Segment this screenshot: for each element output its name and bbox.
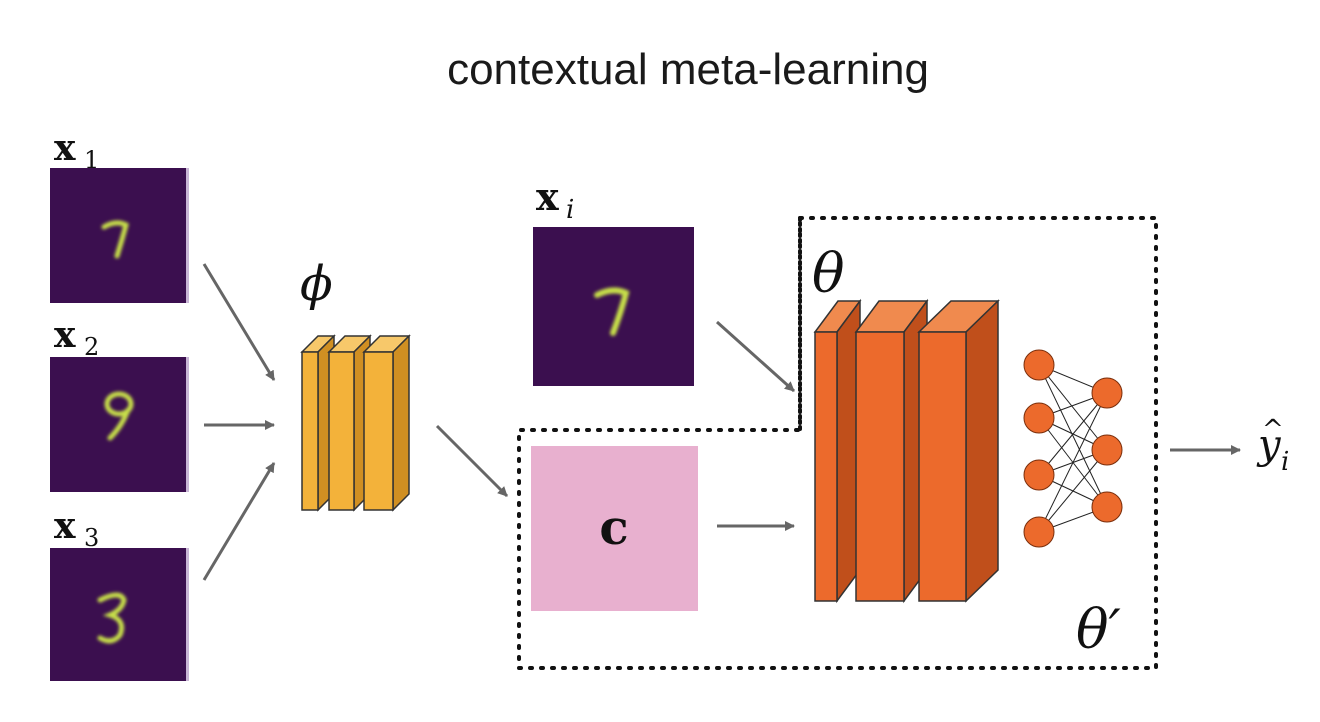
input-x1-subscript: 1 <box>84 146 99 174</box>
mnist-image-x1 <box>50 168 188 303</box>
neuron <box>1023 349 1055 381</box>
model-layer-3 <box>917 299 1000 603</box>
output-label: y <box>1256 422 1282 468</box>
digit-9-glyph <box>104 391 134 441</box>
input-x3: x 3 <box>50 505 189 681</box>
output-subscript: i <box>1281 447 1289 477</box>
model-layer-1 <box>813 298 862 604</box>
digit-7-glyph <box>594 287 630 336</box>
digit-3-glyph <box>97 592 127 644</box>
arrow-x3-to-encoder <box>202 462 276 581</box>
neuron <box>1023 516 1055 548</box>
output-prediction: y ^ i <box>1256 415 1289 477</box>
input-x1-label: x <box>54 127 76 169</box>
input-x3-label: x <box>54 505 76 547</box>
arrow-query-to-model <box>715 320 796 393</box>
context-label: c <box>599 500 628 556</box>
model-layer-2 <box>854 298 929 604</box>
theta-prime-label: θ′ <box>1076 598 1121 661</box>
input-x1: x 1 <box>50 127 189 303</box>
arrow-x1-to-encoder <box>202 263 276 381</box>
digit-7-glyph <box>101 220 129 259</box>
diagram-title: contextual meta-learning <box>447 45 929 94</box>
theta-label: θ <box>812 242 845 305</box>
mnist-image-x3 <box>50 548 188 681</box>
context-box <box>531 446 698 611</box>
input-x3-subscript: 3 <box>84 524 99 552</box>
query-label: x <box>536 174 559 219</box>
encoder-label: ϕ <box>300 256 333 312</box>
arrow-encoder-to-context <box>435 424 509 498</box>
input-x2-subscript: 2 <box>84 333 99 361</box>
mnist-image-query <box>533 227 694 386</box>
neuron <box>1091 434 1123 466</box>
input-x2: x 2 <box>50 314 189 492</box>
input-x2-label: x <box>54 314 76 356</box>
query-input: x i <box>533 174 694 386</box>
neuron <box>1091 377 1123 409</box>
fully-connected-head <box>1023 349 1123 548</box>
query-subscript: i <box>566 195 574 225</box>
neuron <box>1023 402 1055 434</box>
neuron <box>1091 491 1123 523</box>
context-vector: c <box>531 446 698 611</box>
neuron <box>1023 459 1055 491</box>
encoder-layer-3 <box>362 334 411 512</box>
output-hat: ^ <box>1262 415 1284 445</box>
model-network <box>813 298 1000 604</box>
encoder-network <box>300 334 411 512</box>
